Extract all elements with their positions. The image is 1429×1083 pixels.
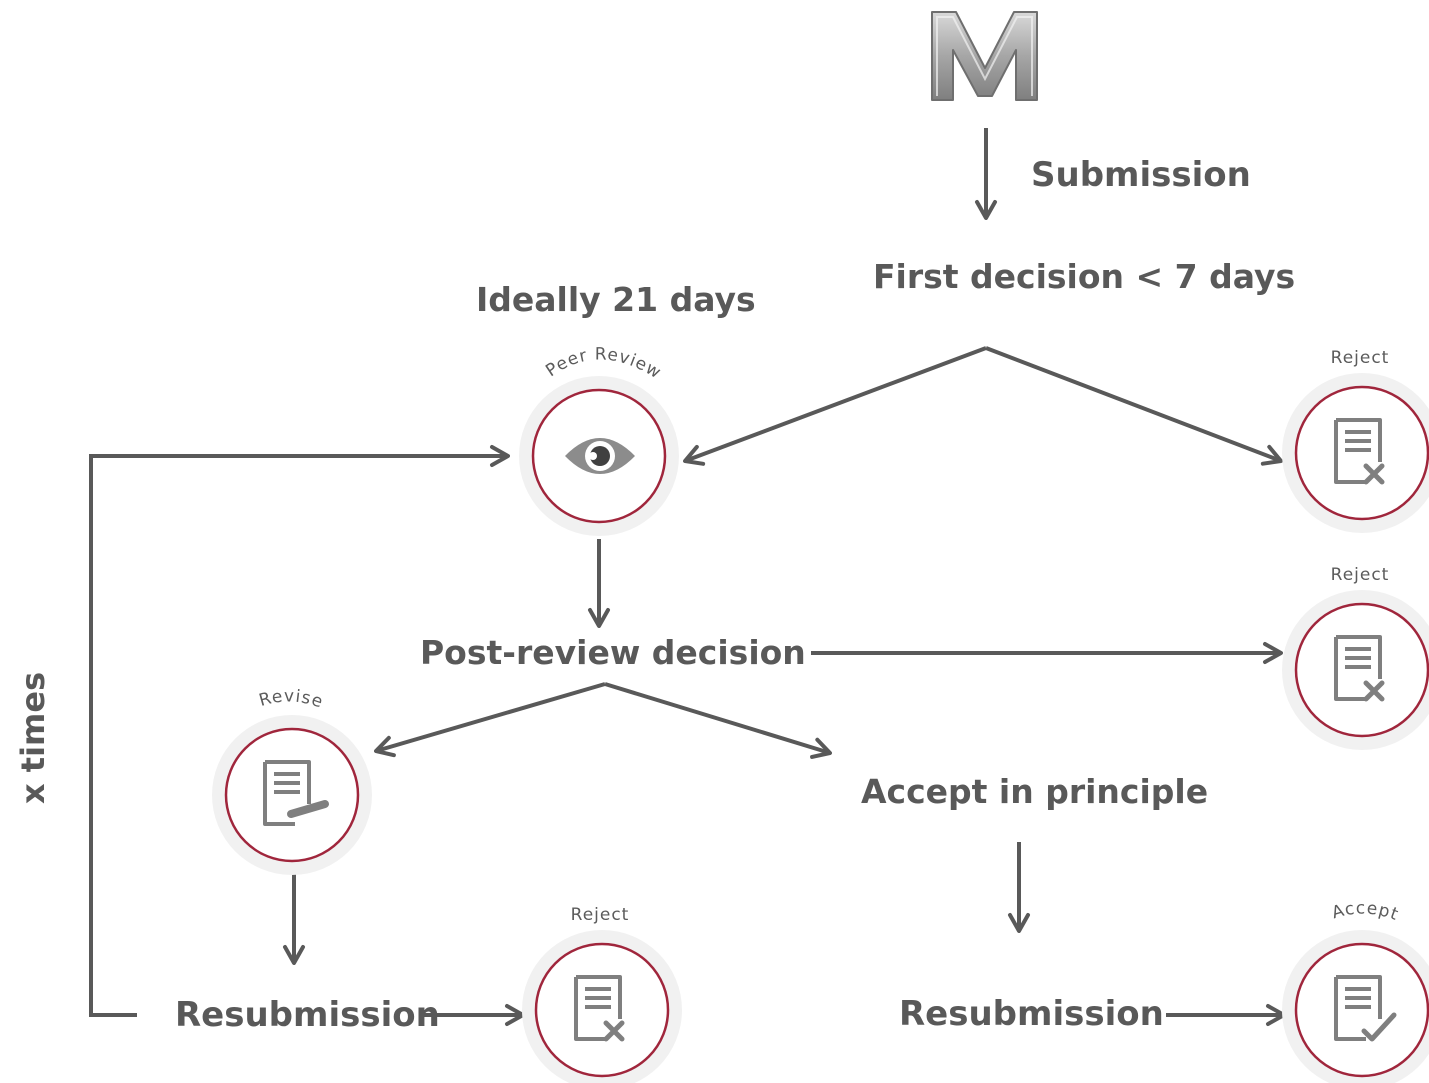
node-reject-mid: Reject	[1282, 565, 1429, 750]
label-resubmission-left: Resubmission	[175, 995, 440, 1035]
label-x-times: x times	[14, 671, 52, 804]
label-ideally-21-days: Ideally 21 days	[476, 280, 756, 319]
arrow-to-reject-top	[985, 346, 1283, 466]
document-reject-icon	[1334, 635, 1385, 702]
arrows	[89, 128, 1286, 1026]
label-accept-in-principle: Accept in principle	[861, 772, 1209, 811]
document-edit-icon	[263, 760, 329, 826]
node-caption-reject-top: Reject	[1331, 348, 1390, 368]
node-caption-accept: Accept	[1330, 898, 1402, 925]
node-revise: Revise	[212, 686, 372, 875]
node-caption-reject-bottom: Reject	[571, 905, 630, 925]
label-post-review-decision: Post-review decision	[420, 633, 806, 672]
node-accept: Accept	[1282, 898, 1429, 1083]
arrow-to-accept-principle	[604, 682, 832, 759]
arrow-to-peer-review	[683, 346, 987, 466]
node-peer-review: Peer Review	[519, 344, 679, 536]
label-submission: Submission	[1031, 155, 1251, 195]
journal-logo	[931, 11, 1038, 101]
document-accept-icon	[1334, 975, 1397, 1042]
node-reject-bottom: Reject	[522, 905, 682, 1083]
label-resubmission-right: Resubmission	[899, 994, 1164, 1034]
arrow-loop-x-times	[89, 445, 510, 1017]
document-reject-icon	[574, 975, 625, 1042]
label-first-decision: First decision < 7 days	[873, 257, 1296, 296]
node-caption-reject-mid: Reject	[1331, 565, 1390, 585]
node-reject-top: Reject	[1282, 348, 1429, 533]
eye-icon	[565, 438, 635, 474]
document-reject-icon	[1334, 418, 1385, 485]
node-caption-revise: Revise	[257, 686, 326, 712]
arrow-to-revise	[374, 682, 606, 758]
